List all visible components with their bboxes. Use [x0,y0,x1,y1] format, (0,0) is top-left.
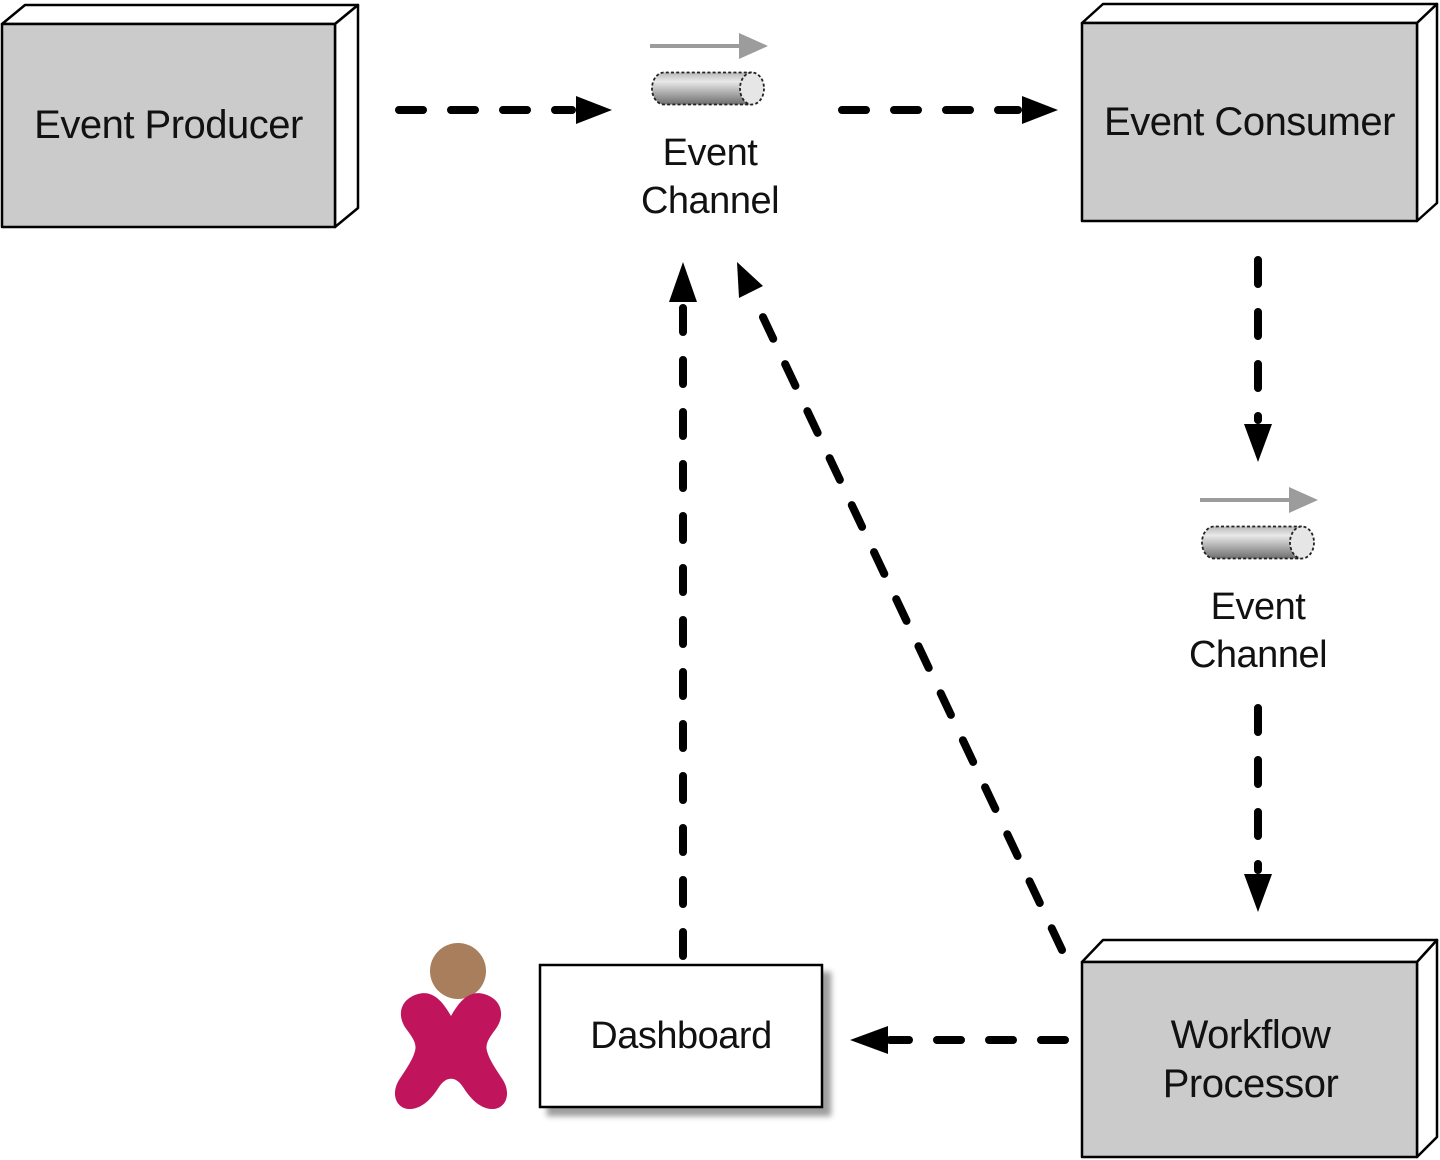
arrow-dashboard-to-channel [669,262,697,960]
dashboard-box [538,963,824,1109]
arrow-workflow-to-dashboard [850,1026,1069,1054]
arrow-consumer-to-channel2 [1244,256,1272,462]
event-consumer-box [1080,2,1439,223]
event-producer-box [0,3,360,229]
arrow-workflow-to-channel [737,262,1066,954]
arrow-producer-to-channel [395,96,612,124]
flow-arrows [395,96,1272,1054]
event-channel-top-icon [650,33,768,106]
arrow-channel2-to-workflow [1244,704,1272,912]
workflow-processor-box [1080,938,1439,1159]
arrow-channel-to-consumer [838,96,1058,124]
person-icon [394,943,508,1110]
event-channel-right-icon [1200,487,1318,560]
